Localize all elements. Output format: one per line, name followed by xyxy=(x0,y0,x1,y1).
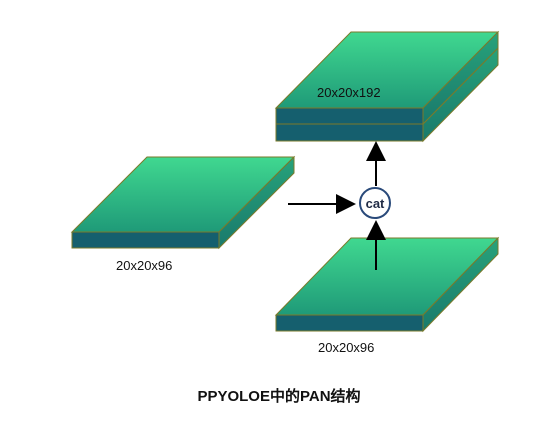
left-feature-map-side xyxy=(218,155,295,250)
left-feature-map-label: 20x20x96 xyxy=(116,258,172,273)
output-feature-map-lower-front xyxy=(275,123,424,142)
bottom-feature-map-label: 20x20x96 xyxy=(318,340,374,355)
bottom-feature-map xyxy=(274,236,500,333)
output-feature-map-upper-side xyxy=(422,30,499,126)
concat-node xyxy=(359,187,391,219)
output-feature-map-upper-front xyxy=(275,107,424,125)
output-feature-map xyxy=(274,30,500,143)
output-feature-map-label: 20x20x192 xyxy=(317,85,381,100)
concat-node-label: cat xyxy=(366,196,385,211)
bottom-feature-map-side xyxy=(422,236,499,333)
left-feature-map xyxy=(70,155,296,250)
diagram-caption: PPYOLOE中的PAN结构 xyxy=(197,388,361,405)
bottom-feature-map-front xyxy=(275,314,424,332)
left-feature-map-front xyxy=(71,231,220,249)
